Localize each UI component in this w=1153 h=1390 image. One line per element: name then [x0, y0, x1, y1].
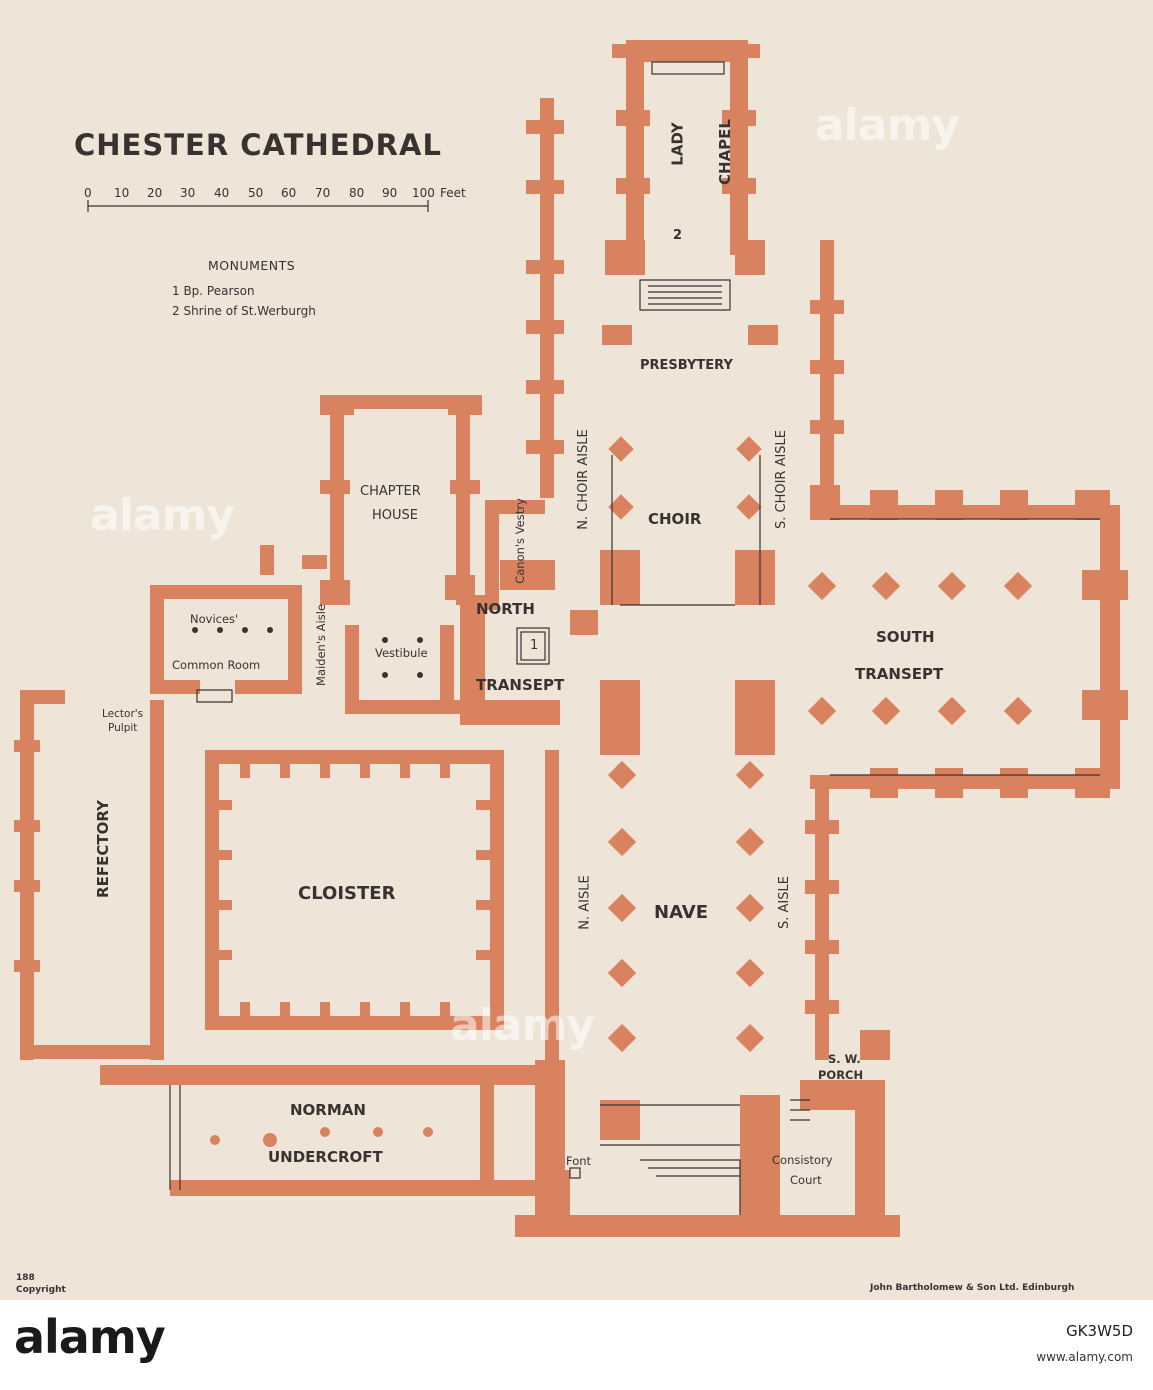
novices-pillars: [192, 627, 423, 678]
room-label-s-aisle: S. AISLE: [776, 876, 792, 929]
stock-footer: [0, 1300, 1153, 1390]
scale-tick: 20: [147, 186, 163, 200]
scale-tick: 60: [281, 186, 297, 200]
room-label-cloister: CLOISTER: [298, 883, 396, 904]
watermark: alamy: [90, 490, 235, 541]
buttresses: [210, 760, 494, 1147]
room-label-transept-s: TRANSEPT: [855, 665, 944, 683]
legend-item: 2 Shrine of St.Werburgh: [172, 304, 316, 318]
room-label-maidens-aisle: Maiden's Aisle: [313, 604, 328, 686]
scale-tick: 100: [412, 186, 435, 200]
stock-url: www.alamy.com: [1036, 1350, 1133, 1364]
stock-image-id: GK3W5D: [1066, 1322, 1133, 1340]
room-label-n-choir-aisle: N. CHOIR AISLE: [575, 429, 591, 530]
room-label-vestibule: Vestibule: [375, 646, 428, 660]
monument-2-marker: 2: [673, 228, 683, 243]
publisher-credit: John Bartholomew & Son Ltd. Edinburgh: [870, 1283, 1075, 1293]
room-label-court: Court: [790, 1173, 822, 1187]
room-label-pulpit: Pulpit: [108, 722, 138, 734]
room-label-lectors: Lector's: [102, 708, 144, 720]
page-number: 188: [16, 1273, 35, 1283]
fine-lines: [87, 61, 1100, 1215]
alamy-logo: alamy: [14, 1310, 166, 1364]
room-label-choir: CHOIR: [648, 510, 702, 528]
room-label-common-room: Common Room: [172, 658, 261, 672]
scale-tick: 80: [349, 186, 365, 200]
legend-heading: MONUMENTS: [208, 258, 296, 273]
room-label-chapel: CHAPEL: [715, 119, 734, 185]
watermark: alamy: [450, 1000, 595, 1051]
room-label-n-aisle: N. AISLE: [577, 875, 593, 930]
room-label-norman: NORMAN: [290, 1101, 366, 1119]
room-label-font: Font: [566, 1154, 592, 1168]
walls: [14, 40, 1128, 1237]
floor-plan: [14, 40, 1128, 1237]
room-label-lady: LADY: [668, 122, 687, 166]
monument-1-marker: 1: [530, 638, 539, 653]
scale-tick: 50: [248, 186, 264, 200]
scale-tick: 30: [180, 186, 196, 200]
room-label-s-choir-aisle: S. CHOIR AISLE: [774, 429, 790, 530]
scale-tick: 70: [315, 186, 331, 200]
map-title: CHESTER CATHEDRAL: [74, 128, 442, 162]
scale-tick: 40: [214, 186, 230, 200]
room-label-refectory: REFECTORY: [93, 800, 112, 898]
scale-tick: 90: [382, 186, 398, 200]
room-label-south: SOUTH: [876, 628, 935, 646]
watermark: alamy: [815, 100, 960, 151]
scale-unit: Feet: [440, 186, 466, 200]
room-label-porch: PORCH: [818, 1068, 864, 1082]
room-label-sw: S. W.: [828, 1052, 861, 1066]
room-label-canons-vestry: Canon's Vestry: [512, 498, 527, 584]
room-label-chapter: CHAPTER: [360, 484, 421, 499]
scale-tick: 10: [114, 186, 130, 200]
room-label-undercroft: UNDERCROFT: [268, 1148, 383, 1166]
scale-tick: 0: [84, 186, 92, 200]
room-label-nave: NAVE: [654, 902, 708, 923]
room-label-north: NORTH: [476, 600, 535, 618]
room-label-novices: Novices': [190, 612, 239, 626]
legend-item: 1 Bp. Pearson: [172, 284, 255, 298]
copyright-note: Copyright: [16, 1285, 66, 1295]
room-label-transept-n: TRANSEPT: [476, 676, 565, 694]
room-label-consistory: Consistory: [772, 1153, 833, 1167]
room-label-presbytery: PRESBYTERY: [640, 358, 733, 373]
room-label-house: HOUSE: [372, 508, 418, 523]
